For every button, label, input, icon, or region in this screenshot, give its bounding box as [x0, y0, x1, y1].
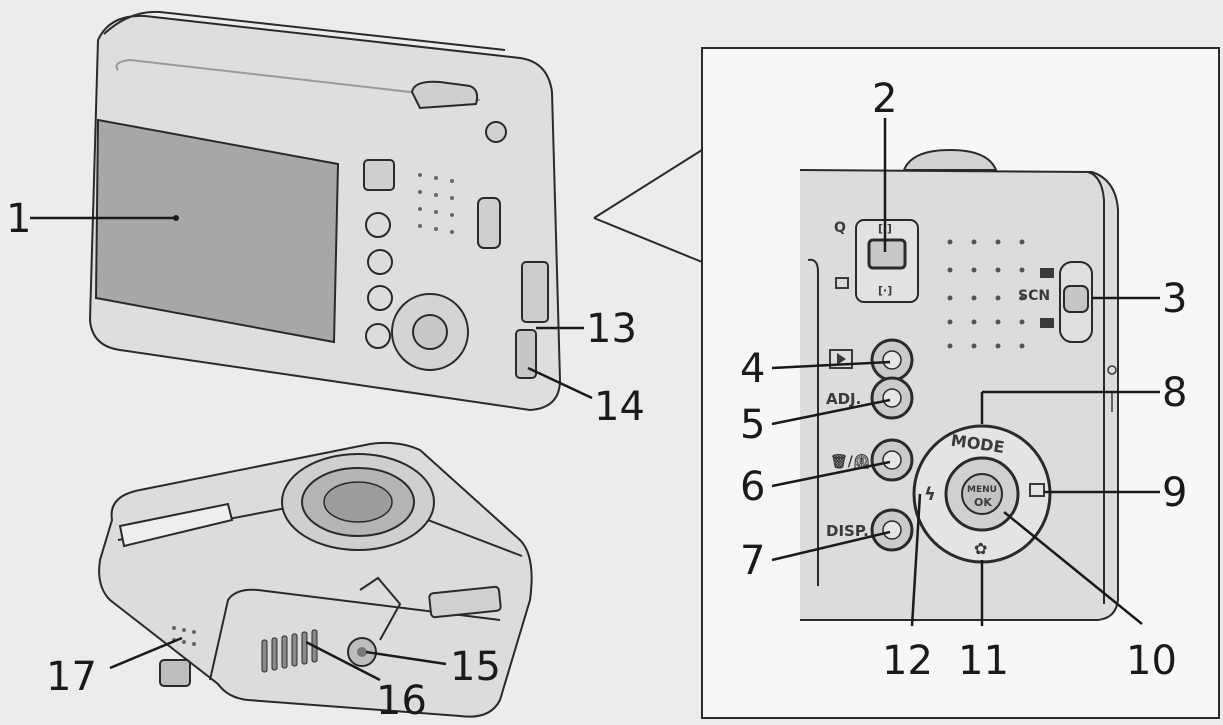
callout-8: 8: [1162, 370, 1187, 416]
quick-review-icon: [1029, 483, 1045, 497]
callout-16: 16: [376, 678, 427, 724]
callout-17: 17: [46, 654, 97, 700]
leader-lines: [30, 118, 1160, 682]
navigation-dial[interactable]: MODE MENU OK ϟ ✿: [912, 424, 1052, 564]
macro-icon: ✿: [974, 539, 987, 558]
callout-7: 7: [740, 538, 765, 584]
callout-12: 12: [882, 638, 933, 684]
flash-icon: ϟ: [924, 484, 936, 505]
zoom-connector: [593, 149, 703, 263]
callout-2: 2: [872, 76, 897, 122]
disp-button[interactable]: DISP.: [826, 508, 914, 552]
callout-1: 1: [6, 196, 31, 242]
trash-timer-label: 🗑/⏲: [830, 453, 871, 470]
callout-13: 13: [586, 306, 637, 352]
speaker-grille: [947, 239, 1025, 349]
menu-label: MENU: [967, 485, 997, 495]
callout-6: 6: [740, 464, 765, 510]
adj-label: ADJ.: [826, 390, 861, 408]
callout-10: 10: [1126, 638, 1177, 684]
callout-14: 14: [594, 384, 645, 430]
callout-3: 3: [1162, 276, 1187, 322]
detail-inset: [ ] [·] Q SCN ADJ.: [701, 47, 1220, 719]
delete-selftimer-button[interactable]: 🗑/⏲: [830, 438, 914, 482]
ok-label: OK: [974, 496, 992, 509]
callout-9: 9: [1162, 470, 1187, 516]
callout-4: 4: [740, 346, 765, 392]
callout-11: 11: [958, 638, 1009, 684]
adj-button[interactable]: ADJ.: [826, 376, 914, 420]
lcd-screen: [94, 118, 340, 344]
scn-label: SCN: [1018, 288, 1050, 304]
svg-text:[·]: [·]: [878, 284, 892, 297]
svg-text:Q: Q: [834, 220, 846, 236]
callout-15: 15: [450, 644, 501, 690]
camera-back-view: [88, 10, 562, 412]
callout-5: 5: [740, 402, 765, 448]
disp-label: DISP.: [826, 522, 869, 540]
callout-numbers: 1 2 3 4 5 6 7 8 9 10 11 12 13 14 15 16 1…: [6, 76, 1187, 724]
camera-bottom-view: [98, 441, 533, 718]
